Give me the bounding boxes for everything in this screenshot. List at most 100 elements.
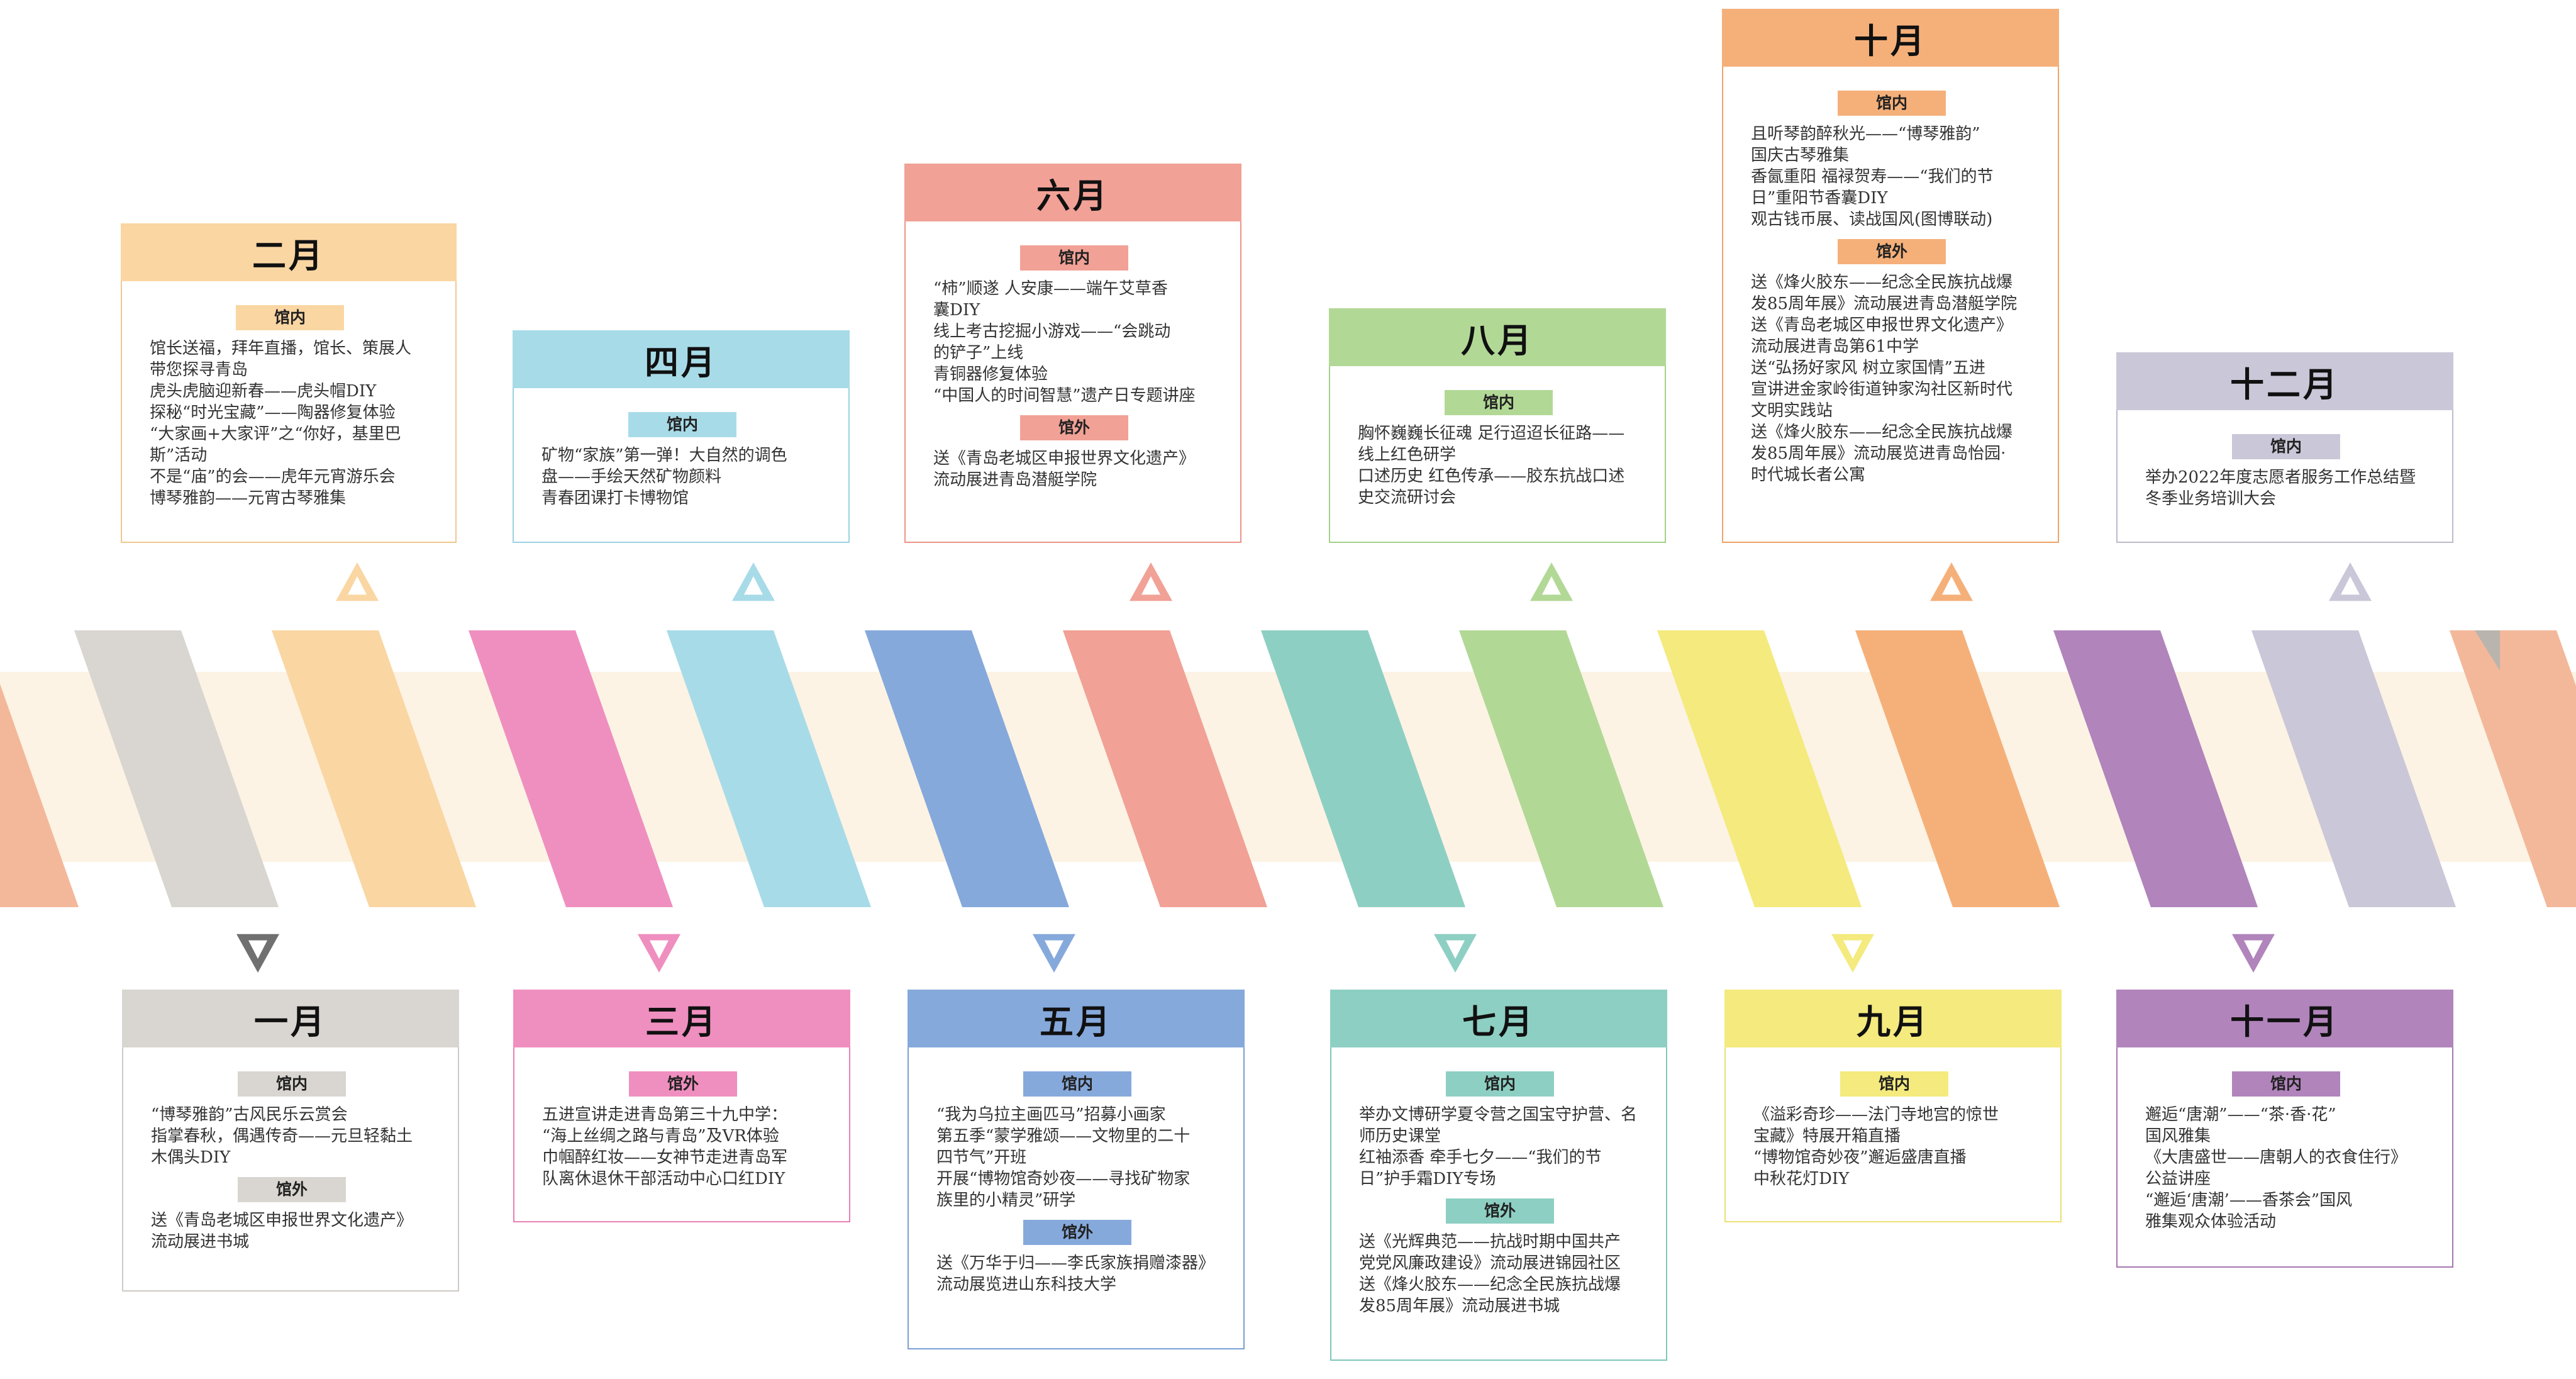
ribbon-fold-top [2475, 630, 2500, 671]
ribbon-stripe [74, 630, 279, 907]
activity-line: 流动展进书城 [151, 1232, 250, 1251]
ribbon-stripe [2053, 630, 2258, 907]
activity-line: 发85周年展》流动展进书城 [1359, 1297, 1560, 1315]
month-body: 馆内 “我为乌拉主画匹马”招募小画家第五季“蒙学雅颂——文物里的二十四节气”开班开… [909, 1047, 1243, 1348]
month-card-jul: 七月馆内举办文博研学夏令营之国宝守护营、名师历史课堂红袖添香 牵手七夕——“我们… [1330, 990, 1667, 1361]
ribbon-stripe [2251, 630, 2456, 907]
month-body: 馆内矿物“家族”第一弹！大自然的调色盘——手绘天然矿物颜料青春团课打卡博物馆 [514, 388, 848, 542]
month-body: 馆内举办文博研学夏令营之国宝守护营、名师历史课堂红袖添香 牵手七夕——“我们的节… [1331, 1047, 1666, 1359]
activity-line: 巾帼醉红妆——女神节走进青岛军 [542, 1148, 788, 1167]
marker-triangle-inner [744, 576, 763, 595]
activity-line: 发85周年展》流动展览进青岛怡园· [1751, 444, 2006, 463]
activity-line: 线上考古挖掘小游戏——“会跳动 [933, 322, 1171, 341]
month-card-nov: 十一月馆内邂逅“唐潮”——“茶·香·花” 国风雅集《大唐盛世——唐朝人的衣食住行》… [2116, 990, 2453, 1268]
month-card-mar: 三月馆外五进宣讲走进青岛第三十九中学：“海上丝绸之路与青岛”及VR体验巾帼醉红妆… [513, 990, 850, 1222]
activity-line: 探秘“时光宝藏”——陶器修复体验 [150, 403, 396, 422]
activity-line: 送《烽火胶东——纪念全民族抗战爆 [1751, 423, 2013, 442]
tag-inside: 馆内 [2232, 1071, 2340, 1097]
tag-inside: 馆内 [1446, 1071, 1554, 1097]
marker-triangle-inner [248, 940, 267, 959]
activity-line: 流动展进青岛潜艇学院 [933, 471, 1097, 489]
activity-line: 胸怀巍巍长征魂 足行迢迢长征路—— [1358, 424, 1625, 443]
activity-line: 党党风廉政建设》流动展进锦园社区 [1359, 1254, 1621, 1273]
ribbon-stripe [1261, 630, 1465, 907]
activity-line: 口述历史 红色传承——胶东抗战口述 [1358, 467, 1625, 486]
month-card-sep: 九月馆内《溢彩奇珍——法门寺地宫的惊世宝藏》特展开箱直播“博物馆奇妙夜”邂逅盛唐… [1724, 990, 2062, 1222]
activity-line: 送《青岛老城区申报世界文化遗产》 [151, 1211, 413, 1230]
activity-line: 且听琴韵醉秋光——“博琴雅韵” [1751, 125, 1980, 143]
marker-triangle-inner [1843, 940, 1862, 959]
tag-inside: 馆内 [236, 305, 344, 330]
month-card-aug: 八月馆内胸怀巍巍长征魂 足行迢迢长征路——线上红色研学口述历史 红色传承——胶东… [1329, 308, 1666, 543]
activity-line: 师历史课堂 [1359, 1127, 1441, 1146]
tag-inside: 馆内 [2232, 434, 2340, 459]
activity-line: 香氤重阳 福禄贺寿——“我们的节 [1751, 167, 1994, 186]
activity-line: 日”护手霜DIY专场 [1359, 1170, 1496, 1188]
activity-line: 送《万华于归——李氏家族捐赠漆器》 [936, 1254, 1215, 1273]
marker-triangle-inner [2341, 576, 2360, 595]
activity-line: 馆长送福，拜年直播，馆长、策展人 [150, 339, 412, 358]
tag-outside: 馆外 [1446, 1198, 1554, 1224]
month-body: 馆内胸怀巍巍长征魂 足行迢迢长征路——线上红色研学口述历史 红色传承——胶东抗战… [1330, 366, 1665, 542]
marker-triangle-inner [650, 940, 669, 959]
activity-line: 四节气”开班 [936, 1148, 1027, 1167]
tag-outside: 馆外 [1023, 1220, 1131, 1245]
month-card-apr: 四月馆内矿物“家族”第一弹！大自然的调色盘——手绘天然矿物颜料青春团课打卡博物馆 [513, 330, 850, 543]
month-body: 馆内且听琴韵醉秋光——“博琴雅韵”国庆古琴雅集香氤重阳 福禄贺寿——“我们的节日… [1723, 67, 2058, 542]
marker-triangle-inner [1446, 940, 1465, 959]
activity-line: 雅集观众体验活动 [2145, 1212, 2277, 1231]
marker-triangle-inner [1542, 576, 1561, 595]
activity-line: 举办2022年度志愿者服务工作总结暨 [2145, 468, 2416, 487]
activity-line: 宝藏》特展开箱直播 [1753, 1127, 1901, 1146]
month-title: 十二月 [2116, 352, 2453, 410]
activity-line: 指掌春秋，偶遇传奇——元旦轻黏土 [151, 1127, 413, 1146]
activity-line: 《大唐盛世——唐朝人的衣食住行》 [2145, 1148, 2407, 1167]
activity-line: “邂逅‘唐潮’——香茶会”国风 [2145, 1191, 2353, 1210]
activity-line: 日”重阳节香囊DIY [1751, 189, 1888, 208]
month-title: 十一月 [2116, 990, 2453, 1047]
activity-line: 第五季“蒙学雅颂——文物里的二十 [936, 1127, 1191, 1146]
activity-line: 五进宣讲走进青岛第三十九中学： [542, 1105, 788, 1124]
month-card-dec: 十二月馆内举办2022年度志愿者服务工作总结暨冬季业务培训大会 [2116, 352, 2453, 543]
activity-line: “柿”顺遂 人安康——端午艾草香 [933, 279, 1168, 298]
activity-line: 邂逅“唐潮”——“茶·香·花” [2145, 1105, 2336, 1124]
activity-line: 队离休退休干部活动中心口红DIY [542, 1170, 786, 1188]
activity-line: 送“弘扬好家风 树立家国情”五进 [1751, 359, 1985, 377]
activity-line: 国庆古琴雅集 [1751, 146, 1850, 165]
activity-line: 送《烽火胶东——纪念全民族抗战爆 [1751, 273, 2013, 292]
month-title: 九月 [1724, 990, 2062, 1047]
ribbon-stripe [0, 684, 79, 907]
activity-line: 线上红色研学 [1358, 445, 1457, 464]
activity-line: 时代城长者公寓 [1751, 466, 1866, 484]
tag-inside: 馆内 [1840, 1071, 1948, 1097]
month-card-may: 五月馆内“我为乌拉主画匹马”招募小画家第五季“蒙学雅颂——文物里的二十四节气”开… [908, 990, 1245, 1349]
activity-line: 文明实践站 [1751, 401, 1833, 420]
marker-triangle-inner [1942, 576, 1961, 595]
ribbon-stripe [667, 630, 871, 907]
activity-line: 流动展览进山东科技大学 [936, 1275, 1117, 1294]
ribbon-stripe [272, 630, 476, 907]
activity-line: 青铜器修复体验 [933, 365, 1048, 384]
activity-line: 中秋花灯DIY [1753, 1170, 1850, 1188]
activity-line: 红袖添香 牵手七夕——“我们的节 [1359, 1148, 1602, 1167]
tag-inside: 馆内 [1020, 245, 1128, 271]
activity-line: “中国人的时间智慧”遗产日专题讲座 [933, 386, 1196, 405]
activity-line: 虎头虎脑迎新春——虎头帽DIY [150, 382, 377, 401]
tag-inside: 馆内 [1023, 1071, 1131, 1097]
activity-line: 木偶头DIY [151, 1148, 231, 1167]
marker-triangle-inner [1045, 940, 1063, 959]
activity-line: 国风雅集 [2145, 1127, 2211, 1146]
activity-line: “博琴雅韵”古风民乐云赏会 [151, 1105, 348, 1124]
tag-inside: 馆内 [628, 412, 736, 437]
activity-line: 矿物“家族”第一弹！大自然的调色 [541, 446, 787, 465]
marker-triangle-inner [1141, 576, 1160, 595]
activity-line: 开展“博物馆奇妙夜——寻找矿物家 [936, 1170, 1191, 1188]
activity-line: 流动展进青岛第61中学 [1751, 337, 1919, 356]
month-title: 八月 [1329, 308, 1666, 366]
activity-line: “我为乌拉主画匹马”招募小画家 [936, 1105, 1166, 1124]
month-title: 十月 [1722, 9, 2059, 67]
activity-line: 斯”活动 [150, 446, 208, 465]
activity-line: 发85周年展》流动展进青岛潜艇学院 [1751, 294, 2018, 313]
